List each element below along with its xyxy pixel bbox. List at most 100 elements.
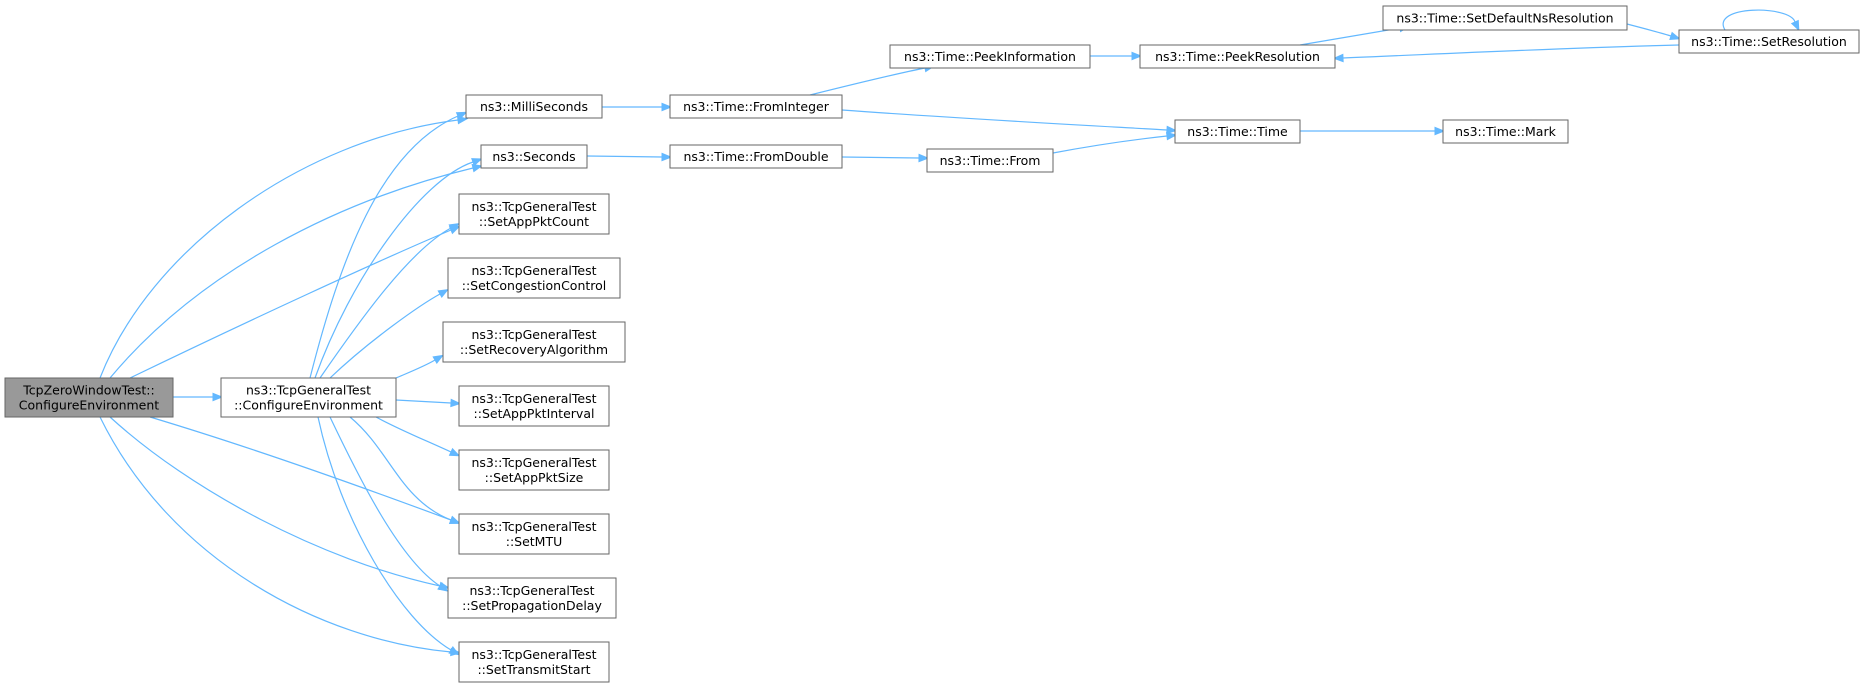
edge-line	[329, 293, 441, 379]
node-box	[458, 193, 610, 235]
node-label: ::SetAppPktSize	[485, 470, 584, 485]
node-label: ns3::TcpGeneralTest	[471, 391, 596, 406]
arrowhead	[212, 392, 224, 402]
edge-line	[809, 67, 926, 96]
node-label: ns3::Time::PeekInformation	[904, 49, 1076, 64]
edge-line	[375, 416, 452, 453]
node-from-double[interactable]: ns3::Time::FromDouble	[669, 144, 843, 169]
node-box	[669, 144, 843, 169]
edge-line	[317, 416, 452, 651]
arrowhead	[661, 152, 673, 162]
node-prop-delay[interactable]: ns3::TcpGeneralTest::SetPropagationDelay	[447, 577, 617, 619]
node-label: ns3::Seconds	[492, 149, 575, 164]
edge-root-to-prop_delay	[109, 416, 451, 591]
arrowhead	[448, 223, 461, 233]
node-box	[669, 94, 843, 119]
edge-gen_cfg-to-mtu	[349, 416, 461, 524]
arrowhead	[450, 398, 462, 408]
node-app-count[interactable]: ns3::TcpGeneralTest::SetAppPktCount	[458, 193, 610, 235]
node-box	[465, 94, 603, 119]
arrowhead	[471, 163, 484, 173]
edge-gen_cfg-to-transmit	[317, 416, 460, 656]
node-box	[442, 321, 626, 363]
node-seconds[interactable]: ns3::Seconds	[480, 144, 588, 169]
node-label: ns3::Time::SetResolution	[1691, 34, 1847, 49]
node-label: ::SetPropagationDelay	[462, 598, 602, 613]
edge-from_integer-to-peek_info	[809, 63, 936, 96]
edge-line	[314, 161, 474, 379]
node-gen-cfg[interactable]: ns3::TcpGeneralTest::ConfigureEnvironmen…	[220, 377, 397, 418]
node-from-integer[interactable]: ns3::Time::FromInteger	[669, 94, 843, 119]
edge-line	[395, 359, 436, 379]
arrowhead	[1669, 31, 1681, 40]
node-from[interactable]: ns3::Time::From	[926, 148, 1054, 173]
node-label: ns3::TcpGeneralTest	[469, 583, 594, 598]
arrowhead	[661, 102, 673, 112]
node-peek-info[interactable]: ns3::Time::PeekInformation	[889, 44, 1091, 69]
node-root[interactable]: TcpZeroWindowTest::ConfigureEnvironment	[4, 377, 174, 418]
arrowhead	[437, 582, 449, 592]
node-label: ::SetMTU	[506, 534, 563, 549]
node-box	[1139, 44, 1336, 69]
nodes-layer: TcpZeroWindowTest::ConfigureEnvironmentn…	[4, 5, 1860, 683]
edge-root-to-app_count	[129, 225, 461, 379]
arrowhead	[432, 354, 444, 364]
node-box	[458, 449, 610, 491]
edge-gen_cfg-to-congestion	[329, 288, 450, 379]
edge-set_res-to-peek_res	[1332, 44, 1680, 63]
arrowhead	[1790, 19, 1800, 32]
node-app-interval[interactable]: ns3::TcpGeneralTest::SetAppPktInterval	[458, 385, 610, 427]
arrowhead	[448, 646, 460, 656]
node-box	[1174, 119, 1301, 144]
node-mtu[interactable]: ns3::TcpGeneralTest::SetMTU	[458, 513, 610, 555]
arrowhead	[437, 288, 450, 299]
edge-gen_cfg-to-app_size	[375, 416, 461, 457]
node-label: ns3::Time::FromInteger	[683, 99, 830, 114]
node-box	[220, 377, 397, 418]
arrowhead	[1166, 125, 1178, 135]
node-box	[889, 44, 1091, 69]
edge-gen_cfg-to-recovery	[395, 354, 444, 379]
node-box	[447, 257, 621, 299]
node-box	[458, 513, 610, 555]
node-peek-res[interactable]: ns3::Time::PeekResolution	[1139, 44, 1336, 69]
edge-peek_info-to-peek_res	[1090, 51, 1143, 61]
arrowhead	[448, 447, 461, 457]
edge-line	[1299, 27, 1401, 46]
node-label: ::SetAppPktCount	[479, 214, 589, 229]
edge-root-to-seconds	[109, 163, 484, 379]
node-label: ns3::MilliSeconds	[480, 99, 588, 114]
node-set-default-ns[interactable]: ns3::Time::SetDefaultNsResolution	[1382, 5, 1628, 31]
node-mark[interactable]: ns3::Time::Mark	[1442, 119, 1569, 144]
node-set-res[interactable]: ns3::Time::SetResolution	[1678, 29, 1860, 54]
edge-seconds-to-from_double	[586, 152, 673, 162]
edge-line	[586, 155, 663, 158]
node-label: ::SetAppPktInterval	[474, 406, 595, 421]
node-recovery[interactable]: ns3::TcpGeneralTest::SetRecoveryAlgorith…	[442, 321, 626, 363]
node-congestion[interactable]: ns3::TcpGeneralTest::SetCongestionContro…	[447, 257, 621, 299]
node-label: ConfigureEnvironment	[19, 398, 159, 413]
arrowhead	[455, 111, 468, 121]
edge-set_res-to-set_res	[1722, 9, 1800, 32]
edge-millis-to-from_integer	[602, 102, 673, 112]
edge-gen_cfg-to-seconds	[314, 158, 483, 379]
node-millis[interactable]: ns3::MilliSeconds	[465, 94, 603, 119]
node-label: ::SetRecoveryAlgorithm	[460, 342, 608, 357]
node-label: ns3::Time::Time	[1187, 124, 1288, 139]
node-transmit[interactable]: ns3::TcpGeneralTest::SetTransmitStart	[458, 641, 610, 683]
arrowhead	[1166, 131, 1178, 141]
edge-line	[841, 109, 1168, 131]
node-box	[1442, 119, 1569, 144]
node-app-size[interactable]: ns3::TcpGeneralTest::SetAppPktSize	[458, 449, 610, 491]
edge-line	[329, 416, 441, 587]
edge-line	[99, 416, 452, 653]
node-time[interactable]: ns3::Time::Time	[1174, 119, 1301, 144]
edge-from_integer-to-time	[841, 109, 1178, 135]
edge-from-to-time	[1052, 131, 1178, 154]
node-box	[458, 641, 610, 683]
edge-set_default_ns-to-set_res	[1626, 23, 1681, 40]
node-label: ns3::Time::FromDouble	[683, 149, 828, 164]
node-box	[1678, 29, 1860, 54]
node-box	[458, 385, 610, 427]
arrowhead	[918, 153, 930, 163]
